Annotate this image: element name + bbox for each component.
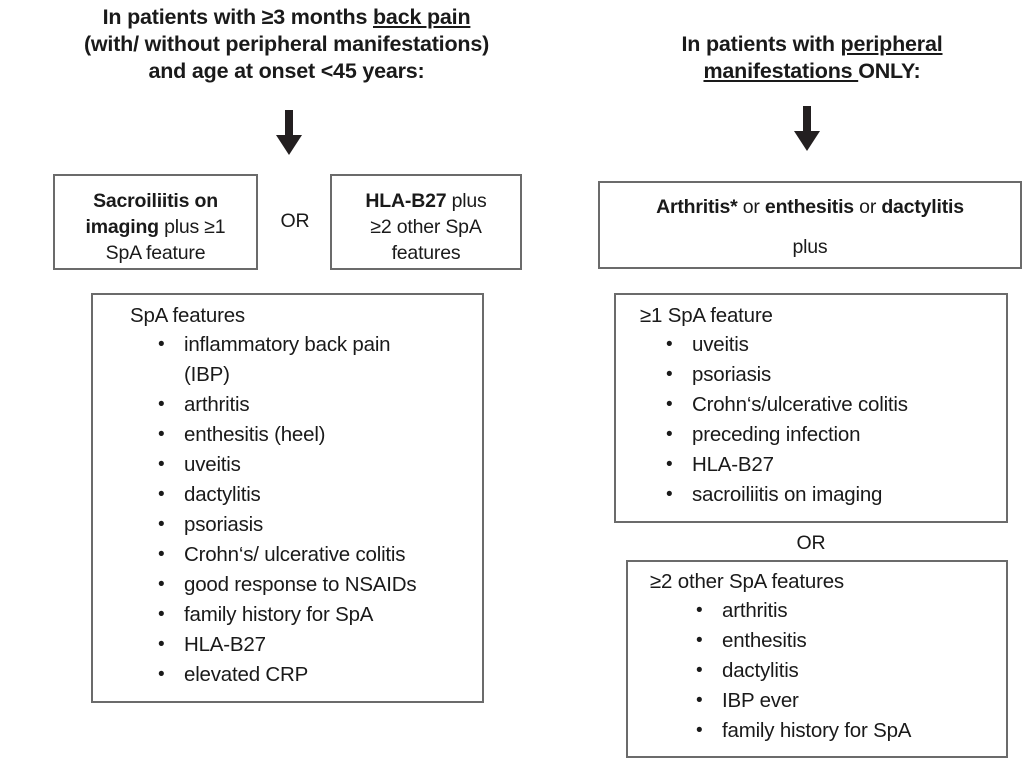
criteria-box-sacroiliitis-text: Sacroiliitis on imaging plus ≥1 SpA featur… bbox=[55, 176, 256, 266]
left-header-line-2: (with/ without peripheral manifestations… bbox=[14, 31, 559, 58]
list-item: family history for SpA bbox=[688, 716, 1006, 746]
header-emphasis: manifestations bbox=[703, 59, 859, 83]
criteria-box-peripheral: Arthritis* or enthesitis or dactylitis pl… bbox=[598, 181, 1022, 269]
header-text: In patients with bbox=[681, 32, 841, 56]
criteria-box-peripheral-text: Arthritis* or enthesitis or dactylitis pl… bbox=[600, 183, 1020, 260]
list-item: psoriasis bbox=[150, 510, 482, 540]
header-text: (with/ without peripheral manifestations… bbox=[83, 32, 490, 56]
list-item-label: elevated CRP bbox=[184, 663, 309, 686]
list-item: sacroiliitis on imaging bbox=[658, 480, 1006, 510]
list-item: family history for SpA bbox=[150, 600, 482, 630]
left-or-connector: OR bbox=[280, 210, 310, 232]
list-item: uveitis bbox=[150, 450, 482, 480]
criteria-term: Arthritis* bbox=[656, 196, 738, 218]
header-text: and age at onset <45 years: bbox=[148, 59, 425, 83]
right-spa-features-1-title: ≥1 SpA feature bbox=[640, 304, 773, 327]
criteria-box-hlab27: HLA-B27 plus ≥2 other SpA features bbox=[330, 174, 522, 270]
criteria-box-sacroiliitis: Sacroiliitis on imaging plus ≥1 SpA featur… bbox=[53, 174, 258, 270]
list-item: IBP ever bbox=[688, 686, 1006, 716]
list-item: Crohn‘s/ ulcerative colitis bbox=[150, 540, 482, 570]
footnote: *Peripheral arthritis: usually predomina… bbox=[3, 735, 703, 780]
list-item-label: inflammatory back pain bbox=[184, 333, 391, 356]
criteria-line: HLA-B27 plus bbox=[365, 190, 487, 212]
list-item-label: uveitis bbox=[692, 333, 749, 356]
list-item-label: HLA-B27 bbox=[692, 453, 774, 476]
list-item: enthesitis (heel) bbox=[150, 420, 482, 450]
list-item-label: enthesitis (heel) bbox=[184, 423, 326, 446]
list-item-label: dactylitis bbox=[722, 659, 799, 682]
list-item: dactylitis bbox=[150, 480, 482, 510]
criteria-line: imaging plus ≥1 bbox=[85, 216, 226, 238]
list-item-label: family history for SpA bbox=[184, 603, 374, 626]
right-column-header: In patients with peripheral manifestatio… bbox=[608, 31, 1016, 85]
list-item-label: dactylitis bbox=[184, 483, 261, 506]
right-header-line-1: In patients with peripheral bbox=[608, 31, 1016, 58]
list-item: dactylitis bbox=[688, 656, 1006, 686]
header-text: In patients with ≥3 months bbox=[102, 5, 373, 29]
left-header-line-3: and age at onset <45 years: bbox=[14, 58, 559, 85]
right-or-connector: OR bbox=[796, 532, 826, 554]
list-item: HLA-B27 bbox=[150, 630, 482, 660]
criteria-line: ≥2 other SpA bbox=[370, 216, 482, 238]
list-item: elevated CRP bbox=[150, 660, 482, 690]
list-item-label: sacroiliitis on imaging bbox=[692, 483, 883, 506]
criteria-line: plus bbox=[792, 236, 828, 258]
list-item-label: family history for SpA bbox=[722, 719, 912, 742]
header-text: ONLY: bbox=[858, 59, 921, 83]
criteria-conjunction: or bbox=[853, 196, 882, 218]
list-item: Crohn‘s/ulcerative colitis bbox=[658, 390, 1006, 420]
right-header-line-2: manifestations ONLY: bbox=[608, 58, 1016, 85]
left-column-header: In patients with ≥3 months back pain (wi… bbox=[14, 4, 559, 85]
list-item: arthritis bbox=[688, 596, 1006, 626]
list-item-label: arthritis bbox=[722, 599, 788, 622]
criteria-conjunction: or bbox=[737, 196, 765, 218]
list-item: arthritis bbox=[150, 390, 482, 420]
left-spa-features-list: inflammatory back pain (IBP) arthritis enth… bbox=[150, 330, 482, 690]
criteria-term: dactylitis bbox=[881, 196, 964, 218]
list-item-label: good response to NSAIDs bbox=[184, 573, 417, 596]
right-spa-features-2-list: arthritis enthesitis dactylitisIBP ever fam… bbox=[688, 596, 1006, 746]
list-item: HLA-B27 bbox=[658, 450, 1006, 480]
list-item-continuation: (IBP) bbox=[184, 363, 230, 386]
left-spa-features-box: SpA features inflammatory back pain (IBP)… bbox=[91, 293, 484, 703]
criteria-line: Sacroiliitis on bbox=[93, 190, 218, 212]
list-item-label: psoriasis bbox=[692, 363, 772, 386]
criteria-term: enthesitis bbox=[764, 196, 854, 218]
list-item-label: psoriasis bbox=[184, 513, 264, 536]
criteria-box-hlab27-text: HLA-B27 plus ≥2 other SpA features bbox=[332, 176, 520, 266]
list-item: good response to NSAIDs bbox=[150, 570, 482, 600]
right-spa-features-box-1: ≥1 SpA feature uveitis psoriasisCrohn‘s/u… bbox=[614, 293, 1008, 523]
criteria-line: features bbox=[391, 242, 461, 264]
criteria-line: Arthritis* or enthesitis or dactylitis bbox=[600, 194, 1020, 220]
list-item-label: arthritis bbox=[184, 393, 250, 416]
list-item-label: enthesitis bbox=[722, 629, 807, 652]
list-item-label: HLA-B27 bbox=[184, 633, 266, 656]
right-spa-features-1-list: uveitis psoriasisCrohn‘s/ulcerative colit… bbox=[658, 330, 1006, 510]
list-item-label: IBP ever bbox=[722, 689, 799, 712]
list-item: inflammatory back pain (IBP) bbox=[150, 330, 482, 390]
list-item-label: uveitis bbox=[184, 453, 241, 476]
down-arrow-icon-right bbox=[790, 106, 824, 152]
criteria-line: SpA feature bbox=[105, 242, 206, 264]
header-emphasis: peripheral bbox=[840, 32, 943, 56]
right-spa-features-2-title: ≥2 other SpA features bbox=[650, 570, 844, 593]
list-item: psoriasis bbox=[658, 360, 1006, 390]
list-item: uveitis bbox=[658, 330, 1006, 360]
left-spa-features-title: SpA features bbox=[130, 304, 245, 327]
header-emphasis: back pain bbox=[373, 5, 471, 29]
list-item-label: preceding infection bbox=[692, 423, 861, 446]
list-item-label: Crohn‘s/ ulcerative colitis bbox=[184, 543, 406, 566]
right-spa-features-box-2: ≥2 other SpA features arthritis enthesiti… bbox=[626, 560, 1008, 758]
down-arrow-icon-left bbox=[272, 110, 306, 156]
left-header-line-1: In patients with ≥3 months back pain bbox=[14, 4, 559, 31]
list-item: preceding infection bbox=[658, 420, 1006, 450]
list-item-label: Crohn‘s/ulcerative colitis bbox=[692, 393, 908, 416]
list-item: enthesitis bbox=[688, 626, 1006, 656]
